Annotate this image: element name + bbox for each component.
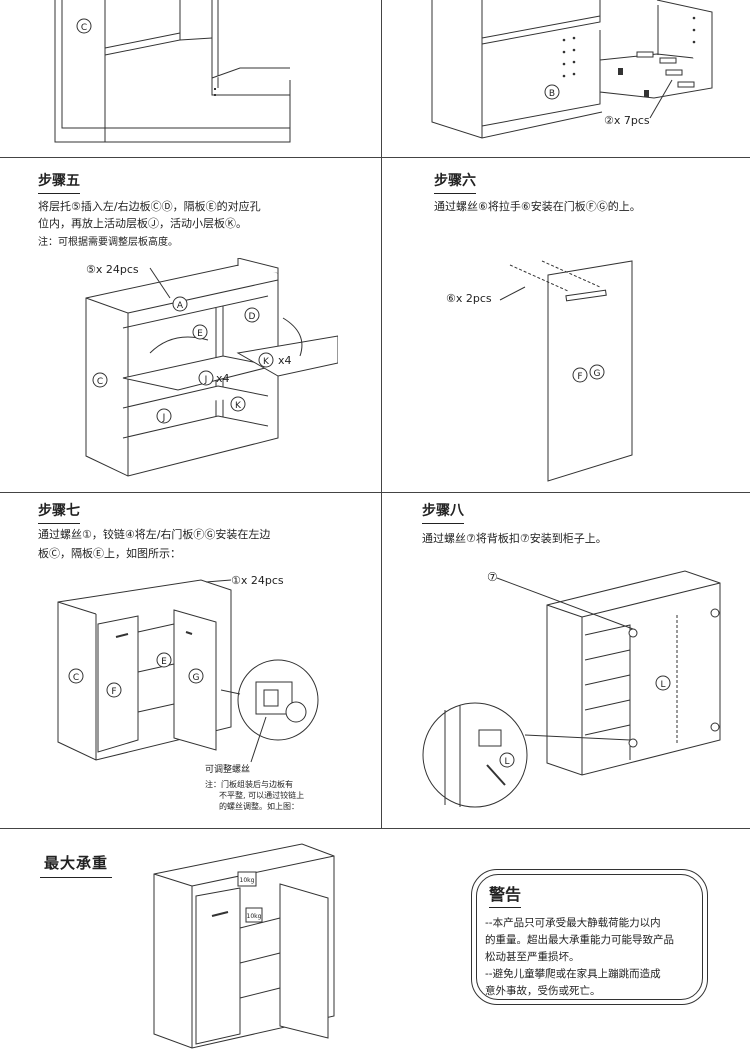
step7-note-1: 注：门板组装后与边板有: [205, 780, 293, 789]
step7-diagram: ①x 24pcs C F E G: [57, 574, 319, 763]
maxload-title: 最大承重: [40, 852, 113, 878]
step5-k-qty: x4: [278, 354, 292, 367]
top-left-panel: C: [0, 0, 380, 157]
step6-label-f: F: [577, 372, 582, 382]
label-b: B: [549, 89, 555, 99]
step5-label-k: K: [263, 357, 270, 367]
divider-bottom: [0, 828, 750, 829]
step5-instruction-1: 将层托⑤插入左/右边板ⒸⒹ，隔板Ⓔ的对应孔: [38, 200, 261, 213]
weight-label-2: 10kg: [247, 913, 262, 920]
label-c: C: [81, 23, 87, 33]
step7-screw-qty: ①x 24pcs: [231, 574, 284, 587]
cabinet-b-diagram: B ②x 7pcs: [431, 0, 713, 139]
step5-label-d: D: [249, 312, 256, 322]
top-right-panel: B ②x 7pcs: [382, 0, 750, 157]
weight-label-1: 10kg: [240, 877, 255, 884]
step5-screw-qty: ⑤x 24pcs: [86, 263, 139, 276]
step7-instruction-1: 通过螺丝①，铰链④将左/右门板ⒻⒼ安装在左边: [38, 528, 271, 541]
warning-line-1: --本产品只可承受最大静载荷能力以内: [485, 917, 661, 929]
warning-box: 警告 --本产品只可承受最大静载荷能力以内 的重量。超出最大承重能力可能导致产品…: [471, 869, 708, 1005]
step5-note: 注：可根据需要调整层板高度。: [38, 237, 178, 248]
step6-screw-qty: ⑥x 2pcs: [446, 292, 492, 305]
warning-line-2: 的重量。超出最大承重能力可能导致产品: [485, 934, 674, 946]
step7-note-3: 的螺丝调整。如上图：: [219, 802, 299, 811]
step5-diagram: ⑤x 24pcs A C D E J x4 K x4 J K: [85, 258, 338, 477]
step7-label-f: F: [111, 687, 116, 697]
warning-title: 警告: [489, 881, 522, 908]
step5-label-j: J: [204, 375, 208, 385]
step6-instruction-1: 通过螺丝⑥将拉手⑥安装在门板ⒻⒼ的上。: [434, 200, 641, 213]
step8-label-l2: L: [504, 757, 509, 767]
step7-title: 步骤七: [38, 500, 80, 524]
step5-j-qty: x4: [216, 372, 230, 385]
step5-instruction-2: 位内，再放上活动层板Ⓙ，活动小层板Ⓚ。: [38, 217, 247, 230]
screw-qty-top: ②x 7pcs: [604, 114, 650, 127]
step7-label-g: G: [193, 673, 200, 683]
warning-line-3: 松动甚至严重损坏。: [485, 951, 580, 963]
step5-label-k2: K: [235, 401, 242, 411]
warning-line-5: 意外事故，受伤或死亡。: [485, 985, 601, 997]
step8-title: 步骤八: [422, 500, 464, 524]
step7-instruction-2: 板Ⓒ，隔板Ⓔ上，如图所示：: [38, 547, 181, 560]
step7-adjust-label: 可调整螺丝: [205, 765, 251, 775]
step5-label-e: E: [197, 329, 203, 339]
divider-vertical: [381, 0, 382, 828]
cabinet-c-diagram: C: [54, 0, 291, 143]
step5-label-c: C: [97, 377, 103, 387]
step5-label-j2: J: [162, 413, 166, 423]
step7-note-2: 不平整, 可以通过铰链上: [219, 791, 305, 800]
step5-title: 步骤五: [38, 170, 80, 194]
step8-instruction-1: 通过螺丝⑦将背板扣⑦安装到柜子上。: [422, 532, 607, 545]
warning-text: --本产品只可承受最大静载荷能力以内 的重量。超出最大承重能力可能导致产品 松动…: [485, 915, 703, 1000]
divider-middle: [0, 492, 750, 493]
step5-label-a: A: [177, 301, 184, 311]
step8-label-l: L: [660, 680, 665, 690]
step8-screw-qty: ⑦: [487, 570, 498, 584]
divider-top: [0, 157, 750, 158]
warning-line-4: --避免儿童攀爬或在家具上蹦跳而造成: [485, 968, 661, 980]
step6-title: 步骤六: [434, 170, 476, 194]
maxload-diagram: 10kg 10kg: [153, 843, 335, 1049]
step7-label-e: E: [161, 657, 167, 667]
step7-label-c: C: [73, 673, 79, 683]
step6-label-g: G: [594, 369, 601, 379]
step8-diagram: ⑦ L L: [422, 570, 721, 808]
step6-diagram: ⑥x 2pcs F G: [446, 260, 633, 482]
